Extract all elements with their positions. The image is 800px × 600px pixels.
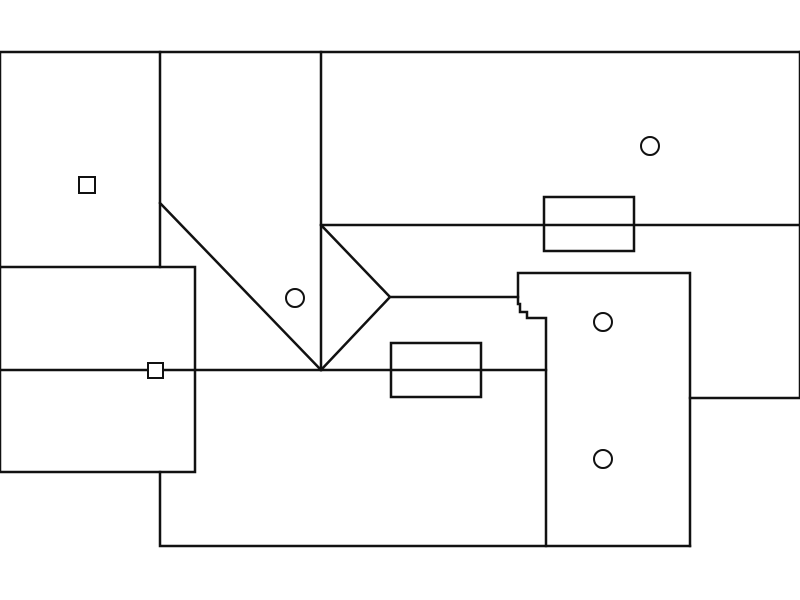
circle-marker-tower-lower: [593, 449, 613, 469]
circle-marker-tower-upper: [593, 312, 613, 332]
left-top-wing-outline: [0, 50, 162, 269]
left-hip-diagonal: [158, 201, 323, 372]
outer-top-edge: [158, 50, 800, 269]
circle-marker-top-right: [640, 136, 660, 156]
square-marker-upper-left: [78, 176, 96, 194]
circle-marker-center: [285, 288, 305, 308]
bottom-boundary: [158, 470, 692, 548]
valley-triangle: [319, 223, 392, 372]
right-tower-block: [516, 271, 692, 548]
lower-rectangle-element: [389, 341, 483, 399]
upper-rectangle-element: [542, 195, 636, 253]
right-outer-edge: [688, 50, 800, 400]
square-marker-ridge: [147, 362, 164, 379]
